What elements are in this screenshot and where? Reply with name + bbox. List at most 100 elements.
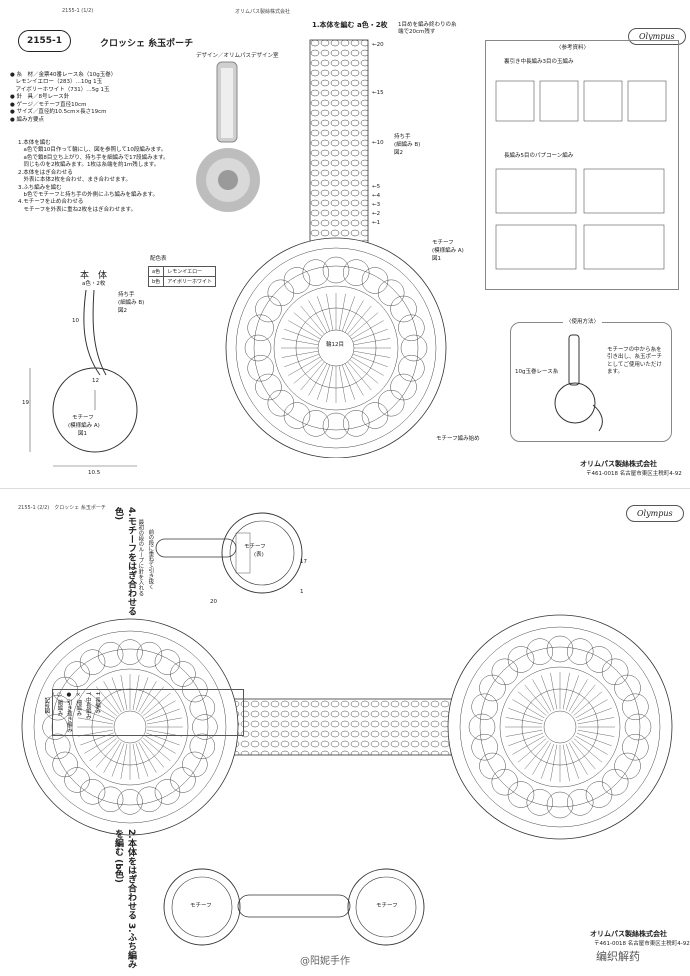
pattern-sheet-1: 2155-1 (1/2) オリムパス製絲株式会社 2155-1 クロッシェ 糸玉…: [0, 0, 690, 487]
color-table: a色レモンイエロー b色アイボリーホワイト: [147, 266, 216, 287]
dimension-12: 12: [92, 378, 99, 384]
step-item: モチーフを外表に重ね2枚をはぎ合わせます。: [18, 206, 137, 213]
reference-panel: 〈参考資料〉 裏引き中長編み3目の玉編み 長編み5目のパプコーン編み: [485, 40, 679, 290]
usage-label-2: モチーフの中から糸を引き出し、糸玉ポーチとしてご使用いただけます。: [607, 347, 663, 376]
footer-company: オリムパス製絲株式会社: [580, 460, 657, 468]
handle-fig: 図2: [118, 308, 127, 314]
row-mark: ←5: [372, 184, 381, 190]
dimension-1: 1: [300, 589, 304, 595]
materials-item: ● 編み方要点: [10, 116, 45, 123]
chart-handle-label: 持ち手: [394, 134, 411, 140]
motif-label: モチーフ: [72, 415, 94, 421]
top-motif-label: モチーフ: [244, 544, 266, 550]
materials-item: ● サイズ／直径約10.5cm×長さ19cm: [10, 109, 107, 116]
color-table-cell: レモンイエロー: [163, 266, 216, 277]
product-photo: [196, 61, 260, 212]
legend-title: 記号図: [43, 697, 50, 714]
step4-heading: 4.モチーフをはぎ合わせる (b色): [113, 507, 136, 630]
step4-note-2: 前の段に重ねて引き抜く: [147, 529, 154, 590]
color-table-title: 配色表: [150, 256, 167, 262]
body-schematic-title: 本 体: [80, 271, 108, 281]
dimension-10: 10: [72, 318, 79, 324]
row-mark: ←2: [372, 211, 381, 217]
step-item: 外表に本体2枚を合わせ、まき合わせます。: [18, 177, 131, 184]
chart-note: 1目めを編み終わりの糸端で20cm残す: [398, 22, 457, 36]
dimension-19: 19: [22, 400, 29, 406]
usage-title: 〈使用方法〉: [563, 319, 603, 327]
reference-section-1: 裏引き中長編み3目の玉編み: [504, 59, 574, 65]
dimension-17: 17: [300, 559, 307, 565]
sheet-header-company: オリムパス製絲株式会社: [235, 9, 291, 15]
step-item: 2.本体をはぎ合わせる: [18, 169, 73, 176]
joined-stitch-chart: [21, 614, 673, 840]
materials-item: ● 針 具／8号レース針: [10, 94, 70, 101]
body-schematic-diagram: [29, 289, 138, 467]
top-motif-sub: (表): [254, 552, 264, 558]
assembly-bottom-diagram: [163, 868, 425, 946]
steps-list: 1.本体を編む a色で鎖10目作って輪にし、図を参照して10段編みます。 a色で…: [18, 140, 198, 214]
step-item: 4.モチーフを止め合わせる: [18, 199, 84, 206]
sheet-header-code: 2155-1 (1/2): [62, 8, 94, 14]
bottom-motif-label-right: モチーフ: [376, 903, 398, 909]
row-mark: ←20: [372, 42, 384, 48]
step2-heading: 2.本体をはぎ合わせる 3.ふち編みを編む (b色): [113, 829, 136, 969]
pattern-code-badge: 2155-1: [18, 30, 72, 52]
step-item: b色でモチーフと持ち手の外側にふち編みを編みます。: [18, 191, 158, 198]
watermark-left: @阳妮手作: [300, 956, 350, 967]
olympus-logo: Olympus: [628, 28, 686, 45]
legend-row: ○ 鎖編み: [56, 692, 63, 717]
reference-title: 〈参考資料〉: [556, 45, 590, 51]
chart-motif-label: モチーフ: [432, 240, 454, 246]
usage-label-1: 10g玉巻レース糸: [515, 369, 559, 375]
step-item: a色で鎖8目立ち上がり、持ち手を細編みで17段編みます。: [18, 154, 169, 161]
legend-row: × 細編み: [75, 692, 82, 717]
row-mark: ←3: [372, 202, 381, 208]
assembly-top-diagram: [155, 512, 303, 594]
usage-illustration: [554, 334, 603, 432]
olympus-logo-2: Olympus: [626, 505, 684, 522]
materials-item: アイボリーホワイト（731）…5g 1玉: [10, 86, 110, 93]
usage-panel: 〈使用方法〉 10g玉巻レース糸 モチーフの中から糸を引き出し、糸玉ポーチとして…: [510, 319, 672, 442]
row-mark: ←15: [372, 90, 384, 96]
color-table-cell: b色: [147, 276, 165, 287]
step-item: 同じものを2枚編みます。1枚は糸端を約1m残します。: [18, 162, 160, 169]
watermark-right: 编织解药: [596, 950, 640, 963]
reference-section-2: 長編み5目のパプコーン編み: [504, 153, 574, 159]
stitch-chart: [225, 39, 447, 458]
chart-handle-sub: (細編み B): [394, 142, 421, 148]
materials-item: ● 糸 材／金票40番レース糸（10g玉巻）: [10, 72, 117, 78]
chart-handle-fig: 図2: [394, 150, 403, 156]
legend-row: ● 引き抜き編み: [65, 692, 72, 733]
sheet2-header-code: 2155-1 (2/2) クロッシェ 糸玉ポーチ: [18, 505, 106, 511]
footer-address: 〒461-0018 名古屋市東区主税町4-92: [586, 471, 682, 477]
chart-start-note: モチーフ編み始め: [436, 436, 480, 442]
materials-list: ● 糸 材／金票40番レース糸（10g玉巻） レモンイエロー（283）…10g …: [10, 72, 195, 124]
legend-row: Ŧ 長編み: [94, 692, 101, 714]
color-table-cell: a色: [147, 266, 165, 277]
handle-label: 持ち手: [118, 292, 135, 298]
body-schematic-sub: a色・2枚: [82, 281, 106, 287]
legend-row: T 中長編み: [84, 692, 91, 720]
bottom-motif-label-left: モチーフ: [190, 903, 212, 909]
pattern-title: クロッシェ 糸玉ポーチ: [100, 39, 194, 49]
dimension-10-5: 10.5: [88, 470, 101, 476]
materials-item: レモンイエロー（283）…10g 1玉: [10, 79, 103, 86]
dimension-20: 20: [210, 599, 217, 605]
reference-illustrations: [495, 80, 667, 270]
step-item: a色で鎖10目作って輪にし、図を参照して10段編みます。: [18, 147, 167, 154]
step-item: 3.ふち編みを編む: [18, 184, 62, 191]
pattern-sheet-2: 2155-1 (2/2) クロッシェ 糸玉ポーチ Olympus 4.モチーフを…: [0, 488, 690, 976]
legend-table: ○ 鎖編み ● 引き抜き編み × 細編み T 中長編み Ŧ 長編み: [52, 689, 245, 736]
chart-center-label: 輪12目: [326, 342, 344, 348]
step4-note-1: 最初の段のループに針を入れる: [137, 519, 144, 596]
motif-fig: 図1: [78, 431, 87, 437]
row-mark: ←10: [372, 140, 384, 146]
handle-sub: (細編み B): [118, 300, 145, 306]
row-mark: ←4: [372, 193, 381, 199]
motif-sub: (模様編み A): [68, 423, 100, 429]
design-credit: デザイン／オリムパスデザイン室: [196, 53, 279, 59]
sheet2-footer-address: 〒461-0018 名古屋市東区主税町4-92: [594, 941, 690, 947]
color-table-cell: アイボリーホワイト: [163, 276, 216, 287]
sheet2-footer-company: オリムパス製絲株式会社: [590, 930, 667, 938]
step-item: 1.本体を編む: [18, 140, 51, 146]
